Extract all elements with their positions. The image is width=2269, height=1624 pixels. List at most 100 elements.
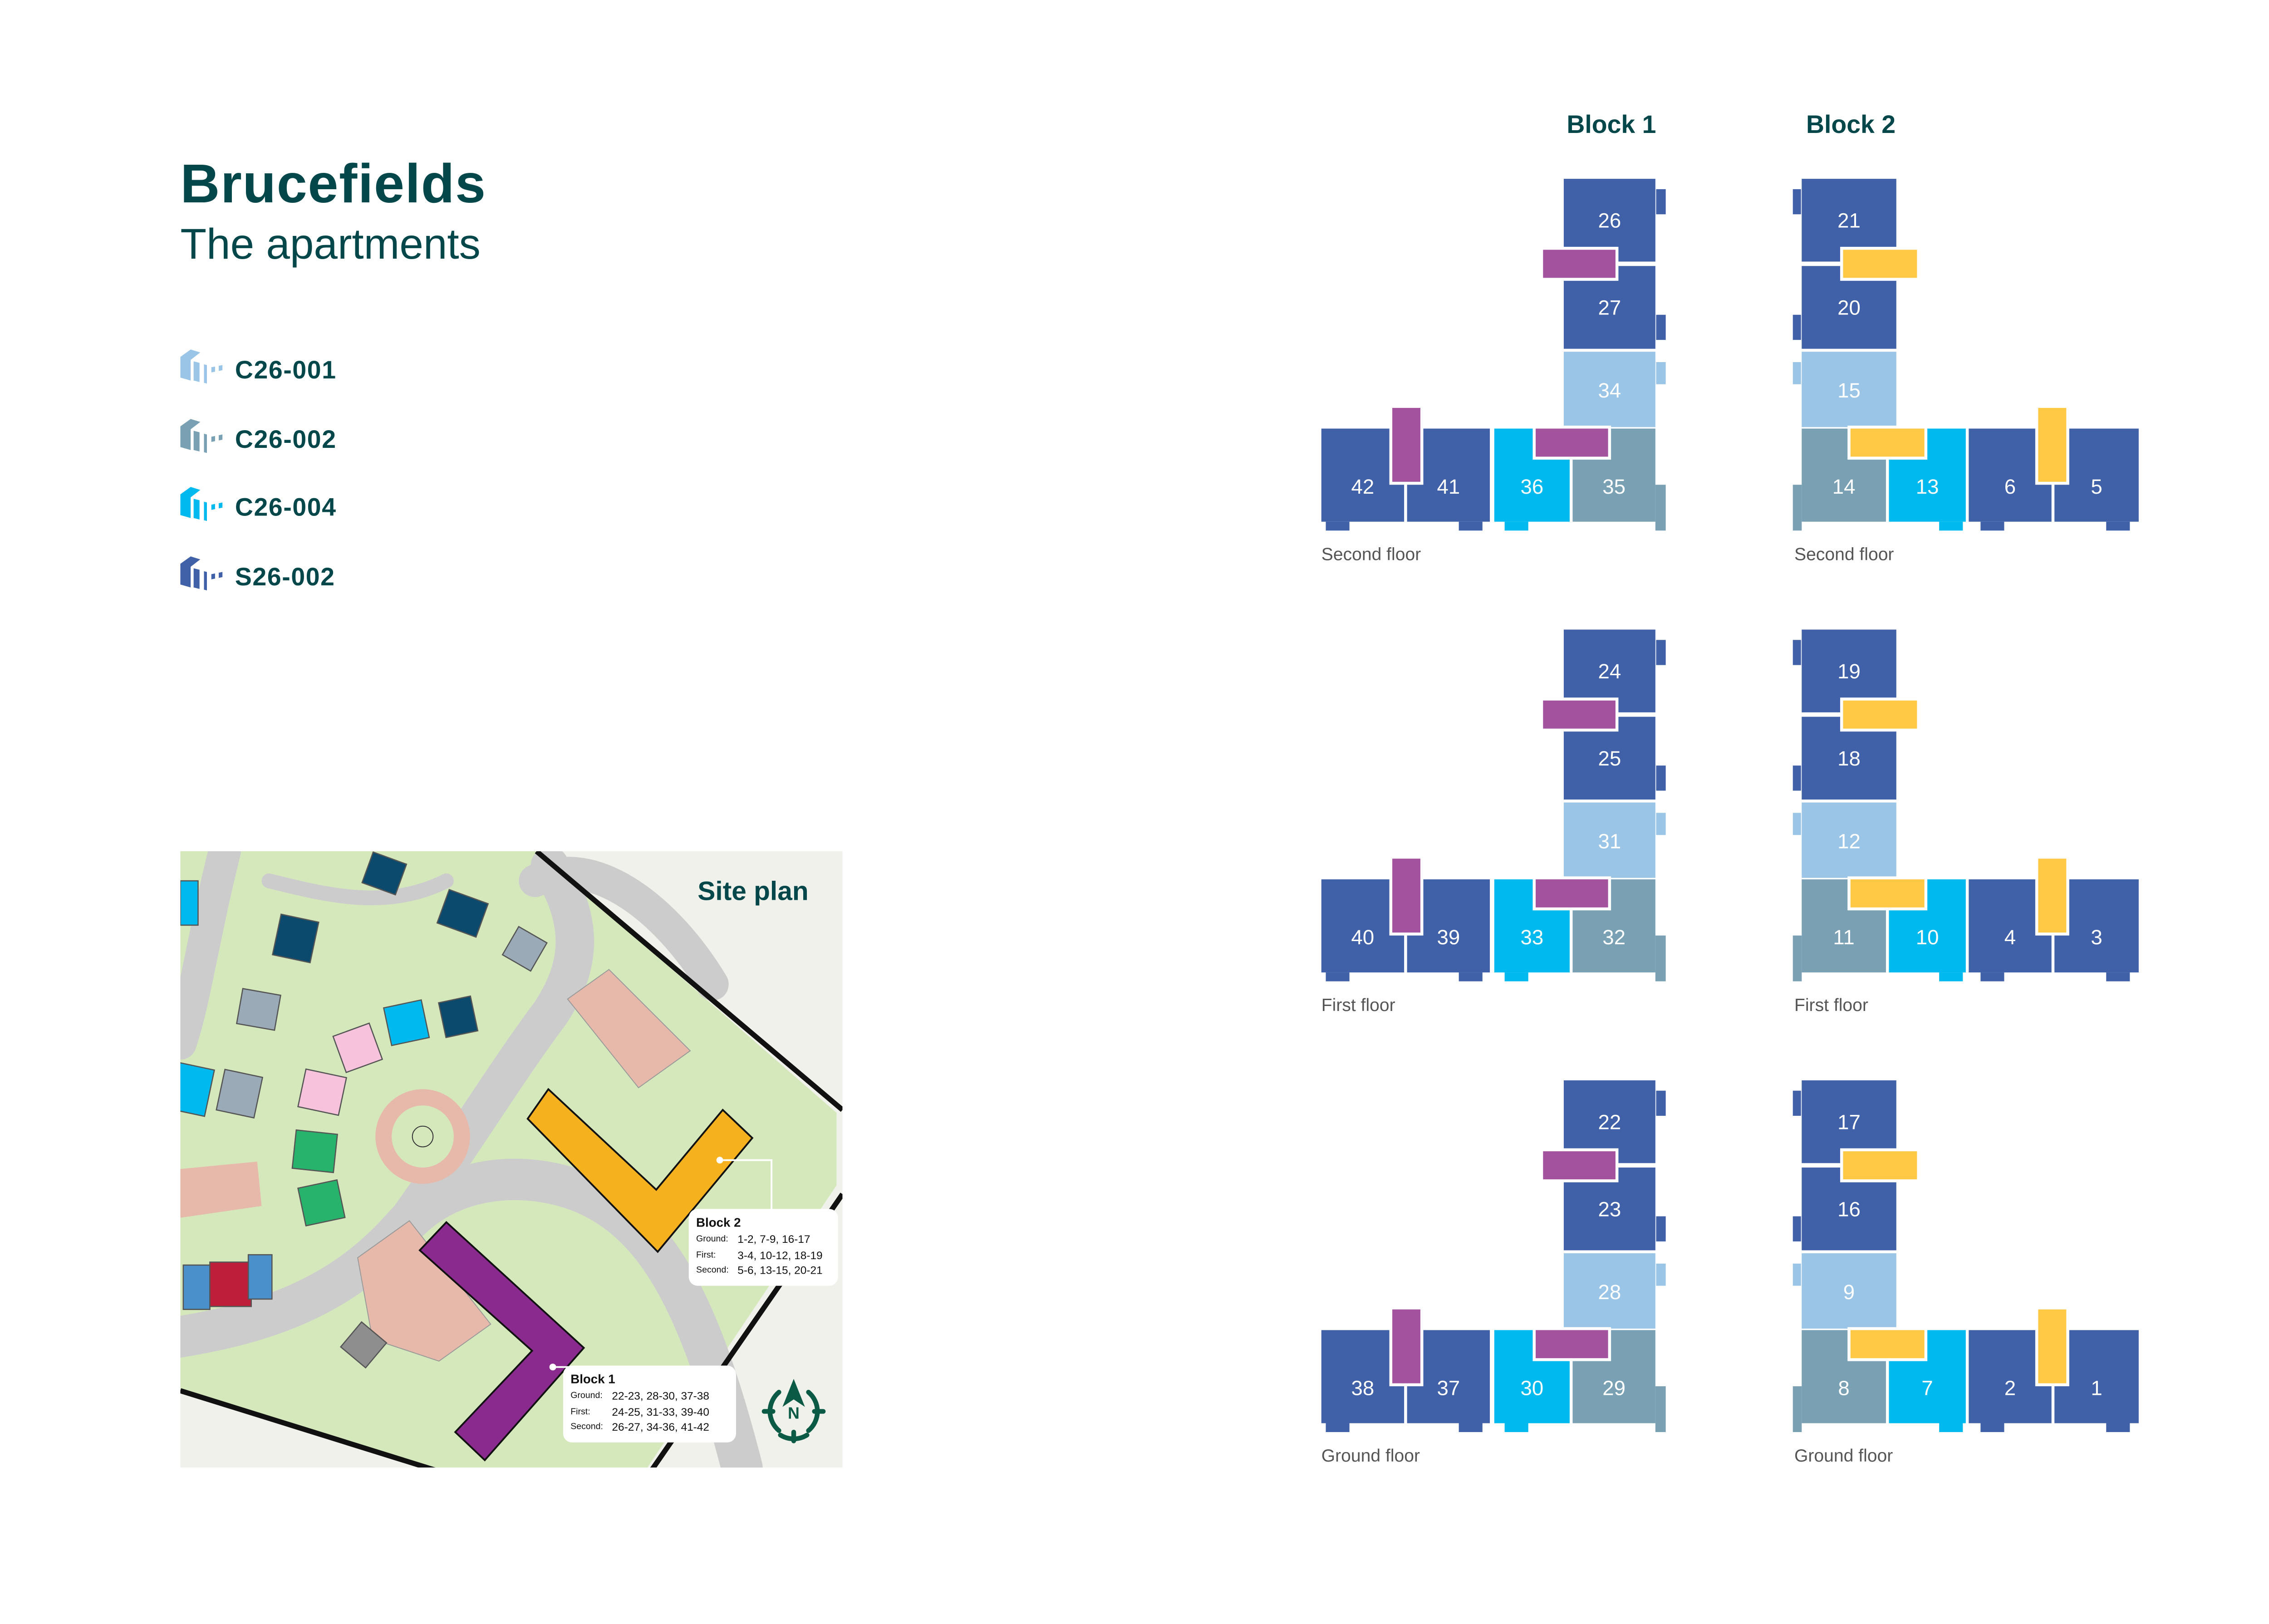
- unit-extension: [1793, 485, 1802, 531]
- floor-name: Second:: [696, 1266, 729, 1276]
- apartment-unit[interactable]: 5: [2054, 428, 2139, 522]
- apartment-unit[interactable]: 24: [1563, 629, 1655, 712]
- building-icon: [180, 418, 223, 452]
- apartment-unit[interactable]: 2: [1969, 1330, 2052, 1423]
- houses: [180, 851, 548, 1369]
- apartment-unit[interactable]: 17: [1802, 1080, 1896, 1163]
- unit-bay: [1939, 521, 1963, 531]
- page-subtitle: The apartments: [180, 221, 481, 269]
- stair-core: [1536, 1330, 1608, 1359]
- building-icon: [180, 555, 223, 590]
- stair-core: [1543, 1151, 1616, 1180]
- legend-item: C26-001: [180, 349, 336, 393]
- site-plan-map: N Site plan Block 2 Ground:1-2, 7-9, 16-…: [180, 851, 843, 1468]
- unit-bay: [1326, 972, 1350, 981]
- floor-name: First:: [696, 1251, 716, 1260]
- unit-range: 24-25, 31-33, 39-40: [612, 1404, 710, 1418]
- unit-balcony: [1655, 189, 1666, 215]
- apartment-unit[interactable]: 40: [1321, 879, 1405, 973]
- stair-core: [2038, 1309, 2067, 1384]
- unit-balcony: [1655, 1216, 1666, 1241]
- unit-bay: [1326, 1423, 1350, 1433]
- block-2-title: Block 2: [1806, 111, 1896, 139]
- legend-item: S26-002: [180, 555, 335, 599]
- block-2-building[interactable]: [526, 1088, 754, 1253]
- callout-row: Second:26-27, 34-36, 41-42: [570, 1420, 728, 1436]
- unit-bay: [1504, 972, 1528, 981]
- apartment-unit[interactable]: 12: [1802, 802, 1896, 878]
- unit-balcony: [1655, 1263, 1666, 1286]
- apartment-unit[interactable]: 23: [1563, 1168, 1655, 1251]
- apartment-unit[interactable]: 6: [1969, 428, 2052, 522]
- unit-balcony: [1655, 362, 1666, 384]
- apartment-unit[interactable]: 38: [1321, 1330, 1405, 1423]
- unit-extension: [1655, 935, 1666, 981]
- unit-extension: [1655, 485, 1666, 531]
- unit-bay: [1980, 1423, 2004, 1433]
- apartment-unit[interactable]: 14: [1802, 428, 1886, 522]
- apartment-unit[interactable]: 10: [1889, 879, 1966, 973]
- callout-row: First: 24-25, 31-33, 39-40: [570, 1405, 728, 1420]
- stair-core: [1536, 428, 1608, 457]
- floor-name: First:: [570, 1408, 590, 1417]
- stair-core: [1536, 879, 1608, 908]
- apartment-unit[interactable]: 1: [2054, 1330, 2139, 1423]
- apartment-unit[interactable]: 41: [1407, 428, 1490, 522]
- stair-core: [1843, 1151, 1917, 1180]
- stair-core: [1843, 700, 1917, 729]
- floor-name: Ground:: [570, 1392, 603, 1401]
- stair-core: [1543, 700, 1616, 729]
- unit-balcony: [1793, 765, 1802, 791]
- unit-bay: [2106, 1423, 2130, 1433]
- apartment-unit[interactable]: 21: [1802, 179, 1896, 262]
- callout-row: Second:5-6, 13-15, 20-21: [696, 1264, 830, 1279]
- apartment-unit[interactable]: 9: [1802, 1253, 1896, 1329]
- stair-core: [1392, 407, 1420, 482]
- apartment-unit[interactable]: 15: [1802, 352, 1896, 427]
- floor-name: Second:: [570, 1423, 603, 1433]
- callout-row: Ground:22-23, 28-30, 37-38: [570, 1389, 728, 1405]
- north-compass-icon: [761, 1379, 826, 1443]
- stair-core: [1850, 428, 1925, 457]
- unit-balcony: [1655, 813, 1666, 835]
- unit-extension: [1793, 935, 1802, 981]
- apartment-unit[interactable]: 42: [1321, 428, 1405, 522]
- floor-label: Second floor: [1321, 544, 1421, 565]
- apartment-unit[interactable]: 26: [1563, 179, 1655, 262]
- floor-label: Second floor: [1794, 544, 1894, 565]
- apartment-unit[interactable]: 22: [1563, 1080, 1655, 1163]
- parking-block-2: [567, 969, 691, 1089]
- callout-row: First:3-4, 10-12, 18-19: [696, 1248, 830, 1264]
- unit-extension: [1655, 1386, 1666, 1433]
- apartment-unit[interactable]: 27: [1563, 266, 1655, 349]
- apartment-unit[interactable]: 34: [1563, 352, 1655, 427]
- stair-core: [1392, 859, 1420, 933]
- unit-balcony: [1793, 813, 1802, 835]
- stair-core: [1850, 1330, 1925, 1359]
- apartment-unit[interactable]: 3: [2054, 879, 2139, 973]
- unit-bay: [1459, 972, 1483, 981]
- apartment-unit[interactable]: 28: [1563, 1253, 1655, 1329]
- apartment-unit[interactable]: 25: [1563, 716, 1655, 800]
- apartment-unit[interactable]: 20: [1802, 266, 1896, 349]
- unit-extension: [1793, 1386, 1802, 1433]
- apartment-unit[interactable]: 37: [1407, 1330, 1490, 1423]
- unit-balcony: [1793, 189, 1802, 215]
- unit-balcony: [1655, 765, 1666, 791]
- apartment-unit[interactable]: 39: [1407, 879, 1490, 973]
- legend-item: C26-004: [180, 486, 336, 531]
- unit-balcony: [1793, 1263, 1802, 1286]
- site-plan-drawing: N: [180, 851, 843, 1468]
- apartment-unit[interactable]: 18: [1802, 716, 1896, 800]
- apartment-unit[interactable]: 19: [1802, 629, 1896, 712]
- floor-label: First floor: [1794, 994, 1868, 1016]
- apartment-unit[interactable]: 31: [1563, 802, 1655, 878]
- apartment-unit[interactable]: 16: [1802, 1168, 1896, 1251]
- parking-block-1: [357, 1220, 491, 1362]
- block-1-building[interactable]: [418, 1221, 585, 1462]
- stair-core: [1850, 879, 1925, 908]
- building-icon: [180, 349, 223, 384]
- apartment-unit[interactable]: 4: [1969, 879, 2052, 973]
